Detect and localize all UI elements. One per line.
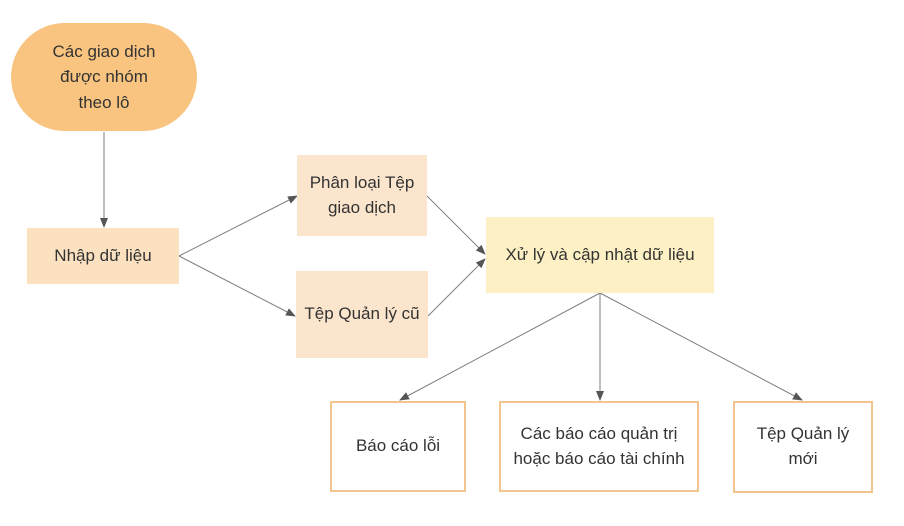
classify-node-line: giao dịch [327, 197, 397, 217]
error-report-label: Báo cáo lỗi [355, 436, 441, 456]
management-reports-node: Các báo cáo quản trị hoặc báo cáo tài ch… [499, 401, 699, 492]
edge-classify-to-process [426, 195, 486, 255]
classify-transaction-file-node: Phân loại Tệp giao dịch [297, 155, 427, 236]
start-node-grouped-transactions: Các giao dịch được nhóm theo lô [11, 23, 197, 131]
edge-import-to-old-file [178, 255, 296, 317]
start-node-line: được nhóm [60, 67, 148, 87]
import-data-label: Nhập dữ liệu [54, 245, 152, 265]
edge-process-to-errors [399, 292, 601, 401]
management-reports-line: Các báo cáo quản trị [520, 423, 678, 443]
old-master-file-node: Tệp Quản lý cũ [296, 271, 428, 358]
start-node-line: Các giao dịch [52, 41, 156, 61]
start-node-line: theo lô [78, 92, 130, 112]
error-report-node: Báo cáo lỗi [330, 401, 466, 492]
process-update-label: Xử lý và cập nhật dữ liệu [505, 244, 695, 264]
edge-import-to-classify [178, 195, 298, 257]
management-reports-line: hoặc báo cáo tài chính [513, 448, 685, 468]
edge-old-file-to-process [427, 258, 486, 317]
new-master-file-node: Tệp Quản lý mới [733, 401, 873, 493]
new-master-file-label: Tệp Quản lý mới [756, 424, 850, 468]
old-master-file-label: Tệp Quản lý cũ [304, 304, 420, 324]
classify-node-line: Phân loại Tệp [309, 172, 415, 192]
edge-process-to-new-file [599, 292, 803, 401]
process-update-node: Xử lý và cập nhật dữ liệu [486, 217, 714, 293]
import-data-node: Nhập dữ liệu [27, 228, 179, 284]
